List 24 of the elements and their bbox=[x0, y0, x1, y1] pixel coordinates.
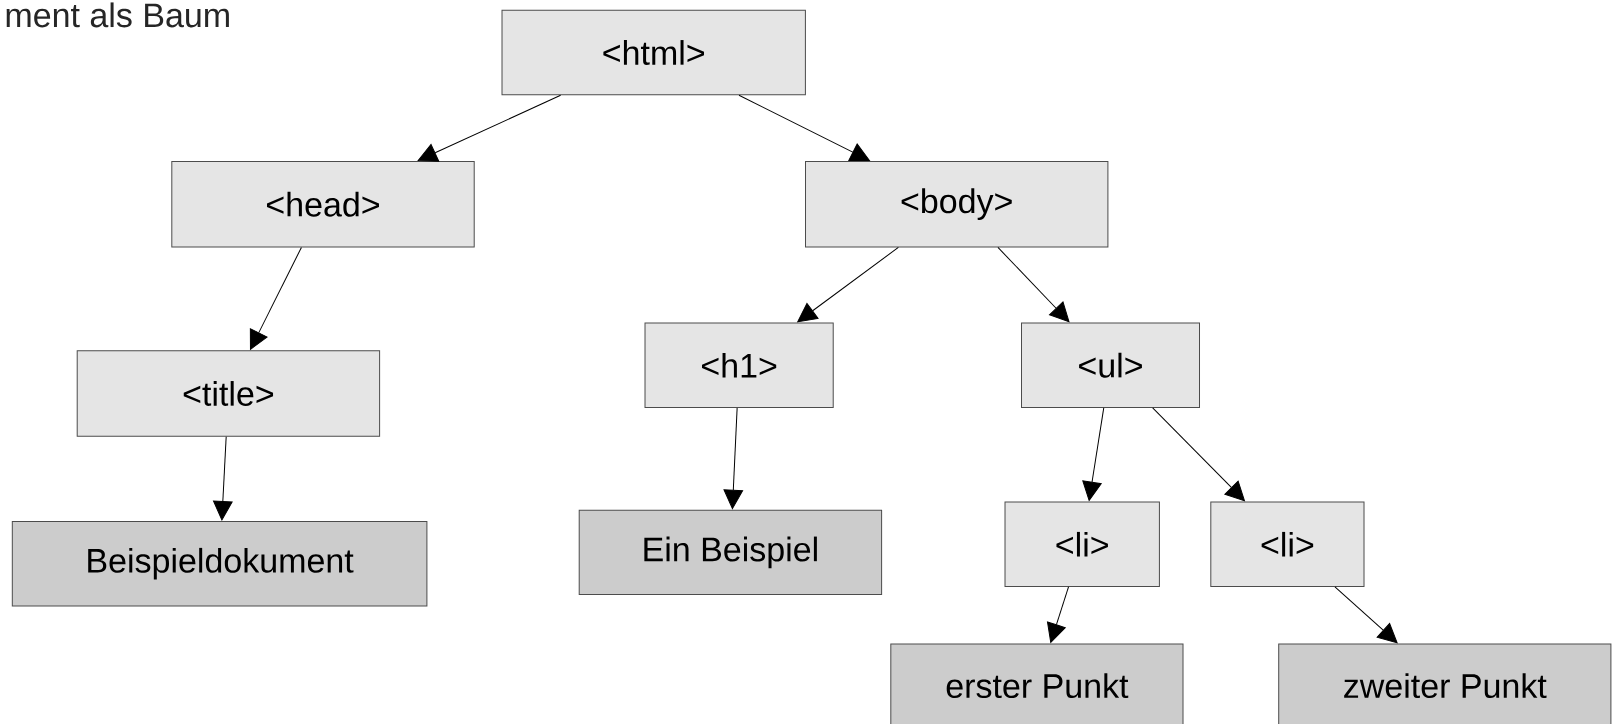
arrow bbox=[1047, 586, 1070, 643]
arrow bbox=[797, 246, 899, 323]
element-box: <head> bbox=[171, 161, 475, 248]
arrow bbox=[417, 94, 562, 162]
arrow bbox=[213, 436, 233, 521]
arrow bbox=[997, 246, 1070, 323]
arrow bbox=[1152, 407, 1245, 502]
heading: ment als Baum bbox=[6, 2, 229, 28]
arrow bbox=[1082, 407, 1105, 501]
element-box: <li> bbox=[1004, 501, 1160, 587]
arrow bbox=[1334, 586, 1398, 644]
arrow bbox=[723, 407, 744, 510]
element-box: <body> bbox=[805, 161, 1109, 248]
element-box: <ul> bbox=[1021, 322, 1200, 408]
arrow bbox=[738, 94, 870, 162]
element-box: <html> bbox=[501, 9, 806, 96]
element-box: <li> bbox=[1210, 501, 1365, 587]
arrow bbox=[249, 246, 302, 350]
element-box: <title> bbox=[76, 350, 381, 437]
element-box: <h1> bbox=[644, 322, 834, 408]
text-box: erster Punkt bbox=[890, 643, 1184, 724]
text-box: Ein Beispiel bbox=[578, 509, 883, 596]
text-box: Beispieldokument bbox=[11, 521, 428, 607]
text-box: zweiter Punkt bbox=[1278, 643, 1612, 724]
